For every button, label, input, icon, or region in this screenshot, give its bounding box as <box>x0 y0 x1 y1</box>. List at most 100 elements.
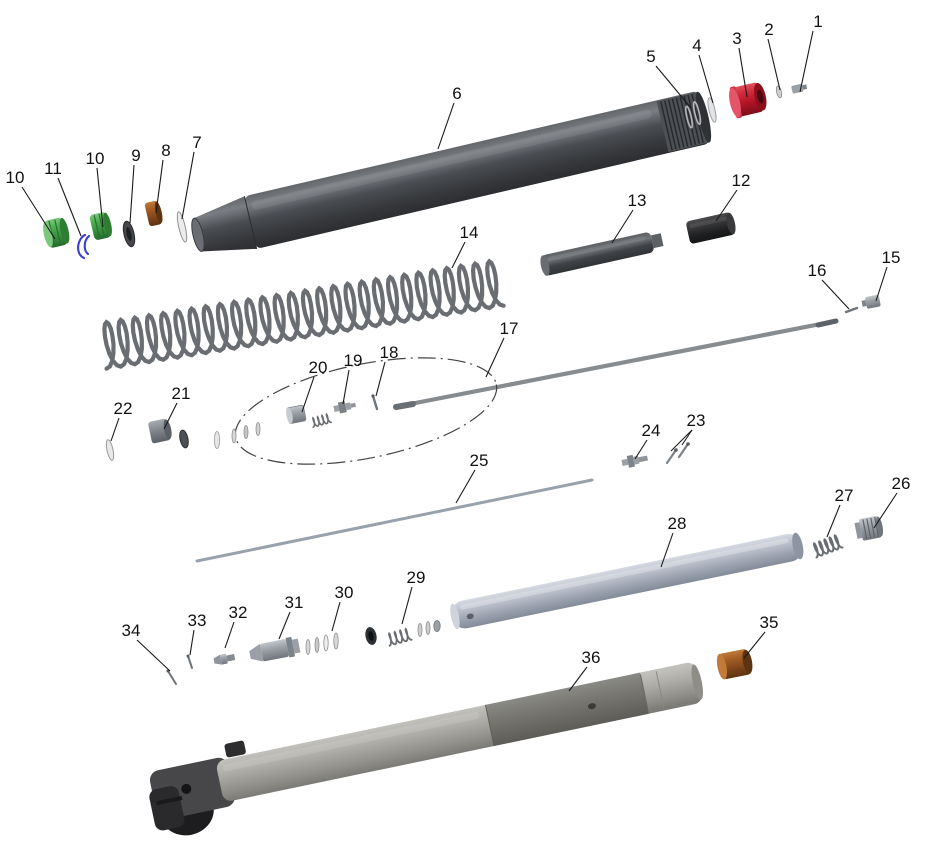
callout-label-29: 29 <box>407 568 426 587</box>
callout-label-15: 15 <box>882 248 901 267</box>
leader-line-20 <box>301 376 315 413</box>
callout-label-18: 18 <box>380 343 399 362</box>
leader-line-25 <box>455 469 476 504</box>
leader-line-3 <box>738 47 748 98</box>
callout-label-34: 34 <box>122 621 141 640</box>
callout-label-31: 31 <box>285 593 304 612</box>
leader-line-23 <box>681 429 693 446</box>
part-pin-33 <box>186 654 193 669</box>
thread-lines <box>660 93 704 151</box>
leader-line-2 <box>767 38 781 91</box>
part-upper-tube <box>191 91 712 252</box>
part-tiny-spring-20 <box>312 412 332 429</box>
part-main-spring <box>102 258 506 371</box>
leader-line-15 <box>875 266 888 302</box>
leader-line-19 <box>342 369 350 405</box>
part-dark-seal-9 <box>122 220 136 248</box>
leader-line-16 <box>821 279 850 310</box>
part-washer-22 <box>105 439 115 461</box>
part-washers-29b <box>417 620 441 637</box>
part-pin-32 <box>213 653 236 665</box>
leader-line-23 <box>670 429 693 452</box>
leader-line-10 <box>96 167 104 228</box>
leader-line-17 <box>485 337 505 378</box>
part-tiny-spring-29 <box>388 627 413 647</box>
part-fitting-19 <box>333 401 356 414</box>
callout-label-9: 9 <box>131 146 140 165</box>
callout-label-27: 27 <box>835 486 854 505</box>
leader-line-5 <box>655 65 692 109</box>
callout-label-30: 30 <box>335 583 354 602</box>
leader-line-31 <box>278 611 291 640</box>
leader-line-7 <box>181 151 195 220</box>
callout-label-17: 17 <box>500 319 519 338</box>
callout-label-28: 28 <box>668 514 687 533</box>
callout-label-2: 2 <box>764 20 773 39</box>
part-dark-ring-21b <box>179 429 189 449</box>
part-pin-18 <box>371 394 379 411</box>
leader-line-4 <box>698 54 714 104</box>
leader-line-24 <box>634 439 648 460</box>
callout-label-24: 24 <box>642 421 661 440</box>
part-green-seal-right <box>89 212 112 240</box>
leader-line-27 <box>826 504 841 538</box>
leader-line-18 <box>375 361 386 397</box>
leader-line-14 <box>451 241 466 269</box>
part-lower-leg <box>149 662 704 836</box>
callout-label-1: 1 <box>813 12 822 31</box>
callout-label-10: 10 <box>6 168 25 187</box>
part-small-washer-2 <box>775 85 783 99</box>
callout-label-19: 19 <box>344 351 363 370</box>
leader-line-12 <box>715 189 738 222</box>
part-top-screw <box>791 83 808 94</box>
leader-line-8 <box>155 159 164 214</box>
part-push-rod <box>195 478 594 563</box>
part-cylinder-20 <box>286 404 307 424</box>
callout-label-11: 11 <box>44 159 62 178</box>
leader-line-13 <box>611 209 634 244</box>
callout-label-26: 26 <box>892 474 911 493</box>
callout-label-13: 13 <box>628 191 647 210</box>
leader-line-33 <box>189 629 195 656</box>
callout-label-16: 16 <box>808 261 827 280</box>
part-red-top-cap <box>729 82 767 119</box>
callout-label-12: 12 <box>732 171 751 190</box>
callout-label-7: 7 <box>192 133 201 152</box>
part-threaded-plug-26 <box>854 515 884 541</box>
callout-label-20: 20 <box>309 358 328 377</box>
leader-line-22 <box>110 417 120 442</box>
part-pin-34 <box>166 669 177 685</box>
callout-label-4: 4 <box>692 36 701 55</box>
part-spacers-5 <box>684 100 702 129</box>
part-copper-bushing <box>716 649 753 680</box>
leader-line-34 <box>136 639 171 672</box>
leader-line-1 <box>799 30 814 93</box>
leader-line-36 <box>568 666 588 692</box>
callout-label-14: 14 <box>460 223 479 242</box>
leader-line-29 <box>401 586 413 625</box>
leader-line-21 <box>163 402 178 430</box>
detail-callout-ellipse <box>234 357 498 465</box>
part-washer-4 <box>707 97 717 123</box>
callout-label-3: 3 <box>732 29 741 48</box>
callout-label-8: 8 <box>161 141 170 160</box>
part-plunger-31 <box>249 636 301 662</box>
callout-label-10: 10 <box>86 149 105 168</box>
leader-line-9 <box>129 164 135 224</box>
part-shim-stack-30 <box>305 632 339 655</box>
callout-label-25: 25 <box>470 451 489 470</box>
leader-line-11 <box>57 177 82 237</box>
part-inner-tube <box>450 532 804 630</box>
leader-line-30 <box>331 601 341 632</box>
part-blue-wire-ring <box>77 233 91 260</box>
part-cylinder-21 <box>148 418 172 444</box>
part-copper-ring-8 <box>144 200 163 227</box>
part-thin-ring-7 <box>176 211 188 243</box>
leader-line-35 <box>743 631 766 659</box>
callout-label-21: 21 <box>172 384 191 403</box>
part-damper-rod <box>393 318 839 410</box>
callout-label-23: 23 <box>687 411 706 430</box>
